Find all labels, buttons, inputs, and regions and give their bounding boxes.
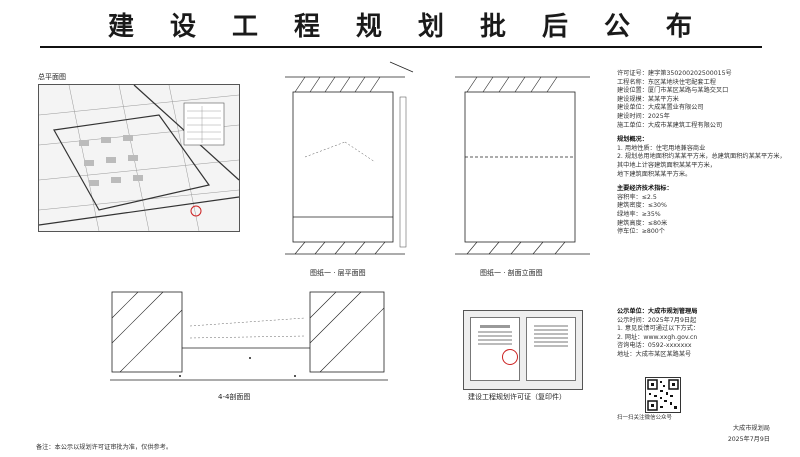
site-plan-caption: 总平面图 bbox=[38, 73, 66, 81]
info-line: 建设位置：厦门市某区某路与某路交叉口 bbox=[617, 87, 729, 95]
indicator-line: 停车位：≥800个 bbox=[617, 228, 665, 236]
project-info: 许可证号：建字第350200202500015号 工程名称：东区某地块住宅配套工… bbox=[617, 70, 786, 237]
permit-caption: 建设工程规划许可证（复印件） bbox=[468, 393, 566, 401]
notice-line: 公示时间：2025年7月9日起 bbox=[617, 316, 697, 324]
permit-back-image bbox=[526, 317, 576, 381]
notice-line: 地址：大成市某区某路某号 bbox=[617, 350, 692, 358]
notice-title: 公示单位：大成市规划管理局 bbox=[617, 308, 698, 315]
section-drawing bbox=[110, 288, 388, 386]
seal-icon bbox=[502, 349, 518, 365]
section-elevation-drawing bbox=[455, 62, 595, 262]
permit-front-image bbox=[470, 317, 520, 381]
section-elevation-caption: 图纸一 · 剖面立面图 bbox=[480, 269, 543, 277]
title-rule bbox=[40, 46, 762, 48]
footer-note: 备注：本公示以规划许可证审批为准，仅供参考。 bbox=[36, 444, 173, 451]
indicators-title: 主要经济技术指标： bbox=[617, 185, 673, 193]
indicator-line: 建筑密度：≤30% bbox=[617, 202, 667, 210]
overview-title: 规划概况： bbox=[617, 136, 648, 144]
permit-copy-panel bbox=[463, 310, 583, 390]
indicator-line: 绿地率：≥35% bbox=[617, 210, 661, 218]
floor-plan-drawing bbox=[285, 61, 415, 262]
site-plan-image bbox=[38, 84, 240, 232]
page-title: 建设工程规划批后公布 bbox=[107, 12, 728, 42]
issuing-office: 大成市规划局 bbox=[732, 425, 770, 432]
notice-line: 2. 网址：www.xxgh.gov.cn bbox=[617, 333, 698, 341]
info-line: 建设时间：2025年 bbox=[617, 112, 670, 120]
overview-line: 2. 规划总用地面积约某某平方米，总建筑面积约某某平方米， bbox=[617, 153, 786, 161]
floor-plan-caption: 图纸一 · 层平面图 bbox=[310, 269, 366, 277]
indicator-line: 建筑高度：≤80米 bbox=[617, 219, 668, 227]
info-line: 建设单位：大成某置业有限公司 bbox=[617, 104, 704, 112]
overview-line: 其中地上计容建筑面积某某平方米， bbox=[617, 161, 716, 169]
issue-date: 2025年7月9日 bbox=[727, 436, 770, 443]
info-line: 建设规模：某某平方米 bbox=[617, 95, 679, 103]
info-line: 许可证号：建字第350200202500015号 bbox=[617, 70, 732, 77]
qr-caption: 扫一扫关注微信公众号 bbox=[617, 415, 673, 421]
notice-line: 咨询电话：0592-xxxxxxx bbox=[617, 342, 692, 350]
notice-info: 公示单位：大成市规划管理局 公示时间：2025年7月9日起 1. 意见反馈可通过… bbox=[617, 308, 757, 360]
info-line: 工程名称：东区某地块住宅配套工程 bbox=[617, 78, 716, 86]
qr-code-icon bbox=[645, 377, 681, 413]
section-caption: 4-4剖面图 bbox=[218, 393, 251, 401]
notice-line: 1. 意见反馈可通过以下方式： bbox=[617, 325, 700, 333]
overview-line: 1. 用地性质：住宅用地兼容商业 bbox=[617, 144, 706, 152]
overview-line: 地下建筑面积某某平方米。 bbox=[617, 170, 692, 178]
info-line: 施工单位：大成市某建筑工程有限公司 bbox=[617, 121, 723, 129]
indicator-line: 容积率：≤2.5 bbox=[617, 193, 657, 201]
